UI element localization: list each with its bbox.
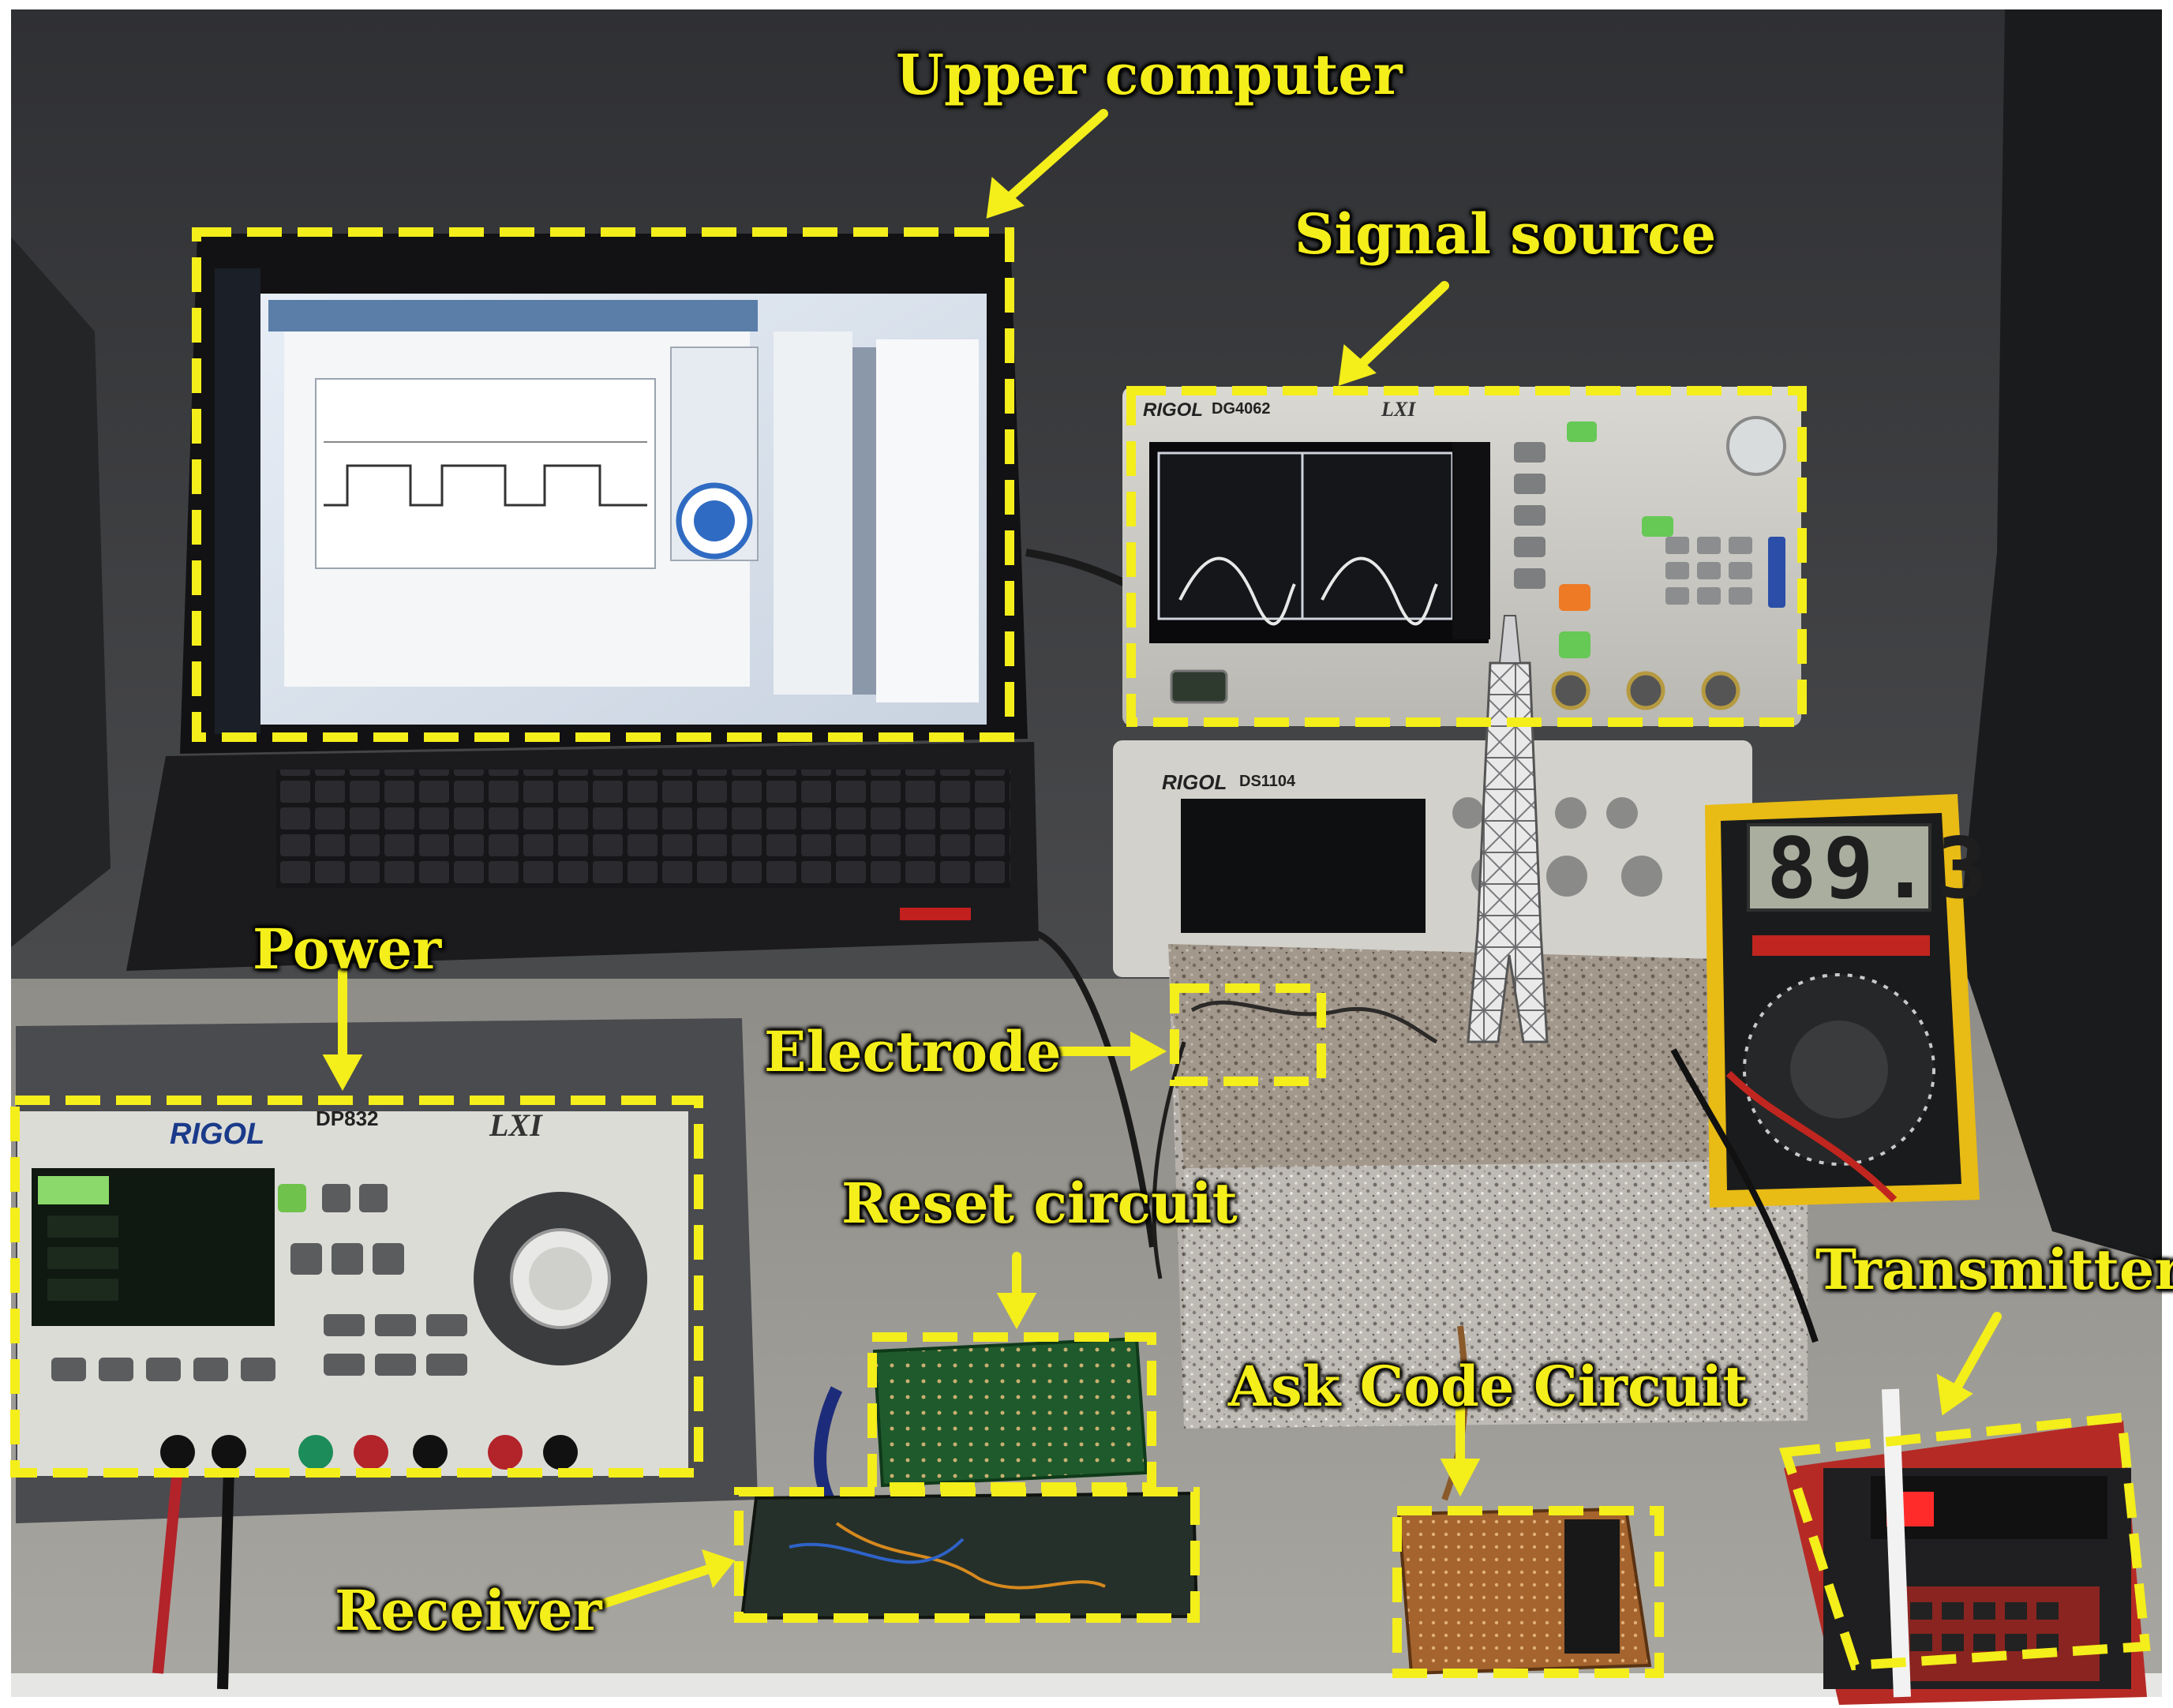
power-label: Power [253,916,442,982]
power-lxi: LXI [489,1107,542,1143]
transmitter-box [1778,1412,2151,1671]
power-model: DP832 [316,1107,379,1130]
reset-circuit-label: Reset circuit [841,1171,1238,1236]
signal-source-model: DG4062 [1212,400,1271,418]
ask-code-box [1392,1506,1664,1678]
signal-source-label: Signal source [1294,201,1717,267]
oscilloscope-brand: RIGOL [1162,770,1227,794]
oscilloscope-model: DS1104 [1239,773,1296,790]
ask-code-circuit-label: Ask Code Circuit [1228,1354,1748,1419]
electrode-label: Electrode [764,1019,1062,1084]
transmitter-label: Transmitter [1815,1237,2173,1302]
receiver-label: Receiver [335,1578,602,1643]
receiver-box [734,1487,1200,1623]
signal-source-box [1126,386,1807,727]
signal-source-brand: RIGOL [1143,399,1203,421]
power-box [10,1096,703,1478]
multimeter-reading: 89.3 [1766,820,1994,917]
power-brand: RIGOL [170,1118,265,1151]
upper-computer-label: Upper computer [896,42,1403,107]
electrode-box [1170,983,1326,1086]
signal-source-lxi: LXI [1381,398,1416,421]
upper-computer-box [192,227,1014,742]
